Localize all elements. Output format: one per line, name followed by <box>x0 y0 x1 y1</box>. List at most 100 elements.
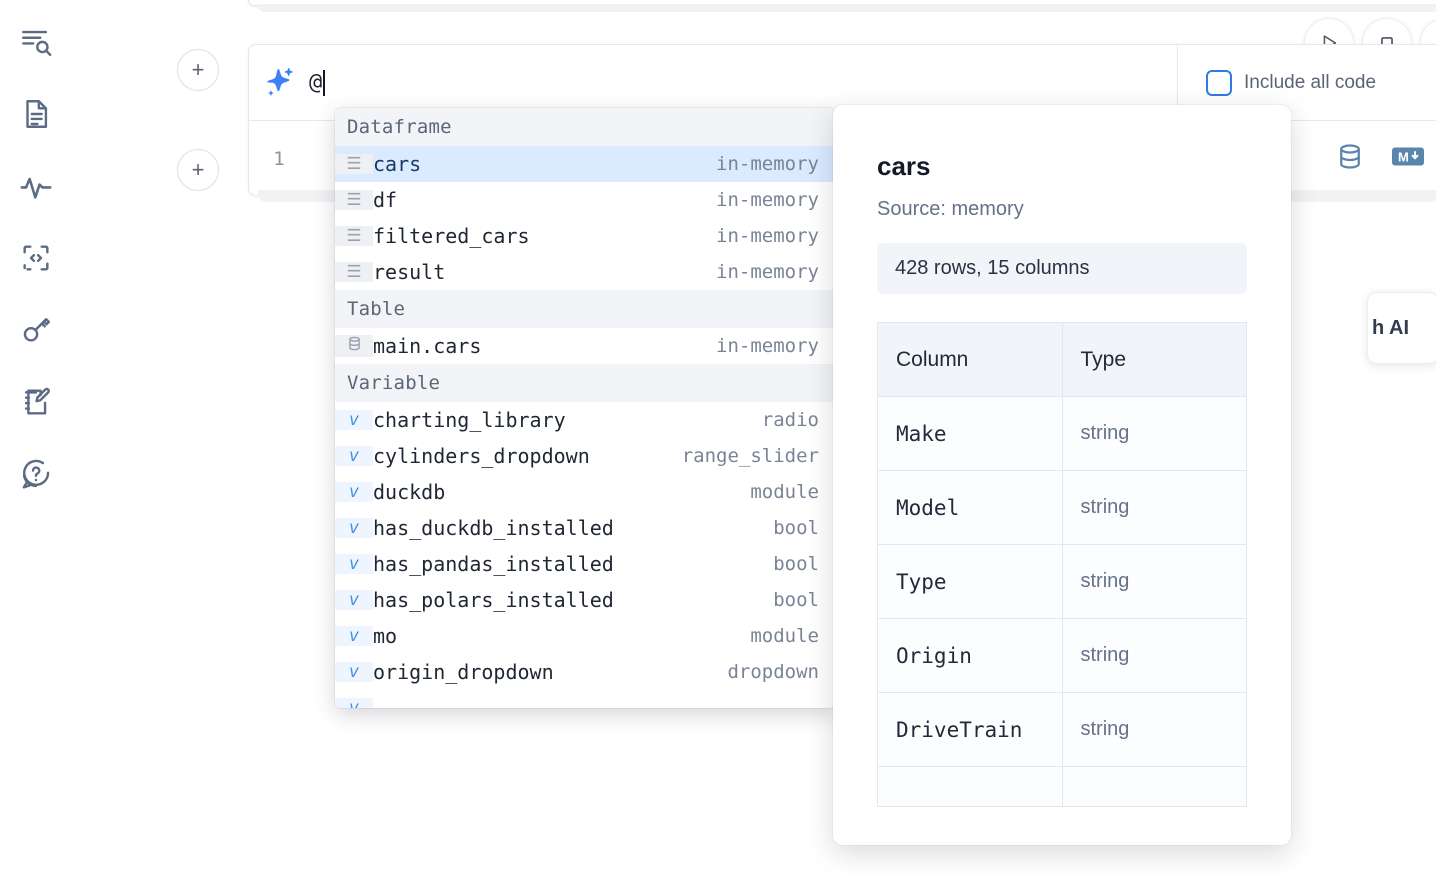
autocomplete-group-header: Table <box>335 290 835 328</box>
scratchpad-edit-icon[interactable] <box>12 378 60 426</box>
variable-icon: v <box>335 482 373 502</box>
autocomplete-item[interactable]: v duckdb module <box>335 474 835 510</box>
autocomplete-item-name: cars <box>373 152 422 176</box>
variable-icon: v <box>335 554 373 574</box>
cell-column-name: Make <box>877 396 1063 471</box>
autocomplete-item-name: duckdb <box>373 480 446 504</box>
table-row: Model string <box>877 470 1247 545</box>
dataframe-icon: ☰ <box>335 190 373 210</box>
autocomplete-item-name: has_pandas_installed <box>373 552 614 576</box>
table-row: Origin string <box>877 618 1247 693</box>
autocomplete-item-type: bool <box>773 517 819 539</box>
table-header-row: Column Type <box>877 322 1247 397</box>
autocomplete-item-type: bool <box>773 589 819 611</box>
previous-cell-shadow <box>258 4 1436 12</box>
include-all-code-label: Include all code <box>1244 71 1377 93</box>
autocomplete-item[interactable]: v has_pandas_installed bool <box>335 546 835 582</box>
table-db-icon <box>335 335 373 357</box>
autocomplete-item-type: radio <box>761 409 819 431</box>
outline-search-icon[interactable] <box>12 18 60 66</box>
variable-icon: v <box>335 410 373 430</box>
variable-icon: v <box>335 590 373 610</box>
doc-source: Source: memory <box>877 198 1024 220</box>
autocomplete-item-type: in-memory <box>716 225 819 247</box>
svg-text:M: M <box>1398 149 1409 164</box>
variable-icon: v <box>335 518 373 538</box>
autocomplete-item-name: cylinders_dropdown <box>373 444 590 468</box>
doc-schema-table: Column Type Make string Model string Typ… <box>877 322 1247 807</box>
add-cell-label: + <box>191 57 205 82</box>
dataframe-icon: ☰ <box>335 154 373 174</box>
add-cell-below-button[interactable]: + <box>177 149 219 191</box>
autocomplete-item[interactable]: ☰ df in-memory <box>335 182 835 218</box>
autocomplete-item-type: in-memory <box>716 261 819 283</box>
variable-icon: v <box>335 446 373 466</box>
cell-column-name: Origin <box>877 618 1063 693</box>
autocomplete-item-type: module <box>750 625 819 647</box>
autocomplete-item[interactable]: v has_duckdb_installed bool <box>335 510 835 546</box>
markdown-icon[interactable]: M <box>1391 144 1425 173</box>
table-row: Type string <box>877 544 1247 619</box>
text-caret <box>323 69 326 96</box>
cell-column-name <box>877 766 1063 807</box>
autocomplete-item-name: result <box>373 260 446 284</box>
cell-column-type: string <box>1061 618 1247 693</box>
variable-icon: v <box>335 626 373 646</box>
dataframe-icon: ☰ <box>335 262 373 282</box>
autocomplete-dropdown[interactable]: Dataframe ☰ cars in-memory ☰ df in-memor… <box>335 108 835 708</box>
variable-icon: v <box>335 662 373 682</box>
column-header-column: Column <box>877 322 1063 397</box>
document-icon[interactable] <box>12 90 60 138</box>
code-snippet-icon[interactable] <box>12 234 60 282</box>
autocomplete-item-type: module <box>750 481 819 503</box>
autocomplete-item-clipped[interactable]: v <box>335 690 835 708</box>
activity-icon[interactable] <box>12 162 60 210</box>
cell-column-type: string <box>1061 544 1247 619</box>
autocomplete-item[interactable]: v origin_dropdown dropdown <box>335 654 835 690</box>
autocomplete-item[interactable]: main.cars in-memory <box>335 328 835 364</box>
sparkle-icon <box>249 65 309 101</box>
autocomplete-item-name: has_duckdb_installed <box>373 516 614 540</box>
autocomplete-item[interactable]: ☰ cars in-memory <box>335 146 835 182</box>
table-row: DriveTrain string <box>877 692 1247 767</box>
autocomplete-item-name: charting_library <box>373 408 566 432</box>
autocomplete-item[interactable]: v charting_library radio <box>335 402 835 438</box>
autocomplete-group-items: ☰ cars in-memory ☰ df in-memory ☰ filter… <box>335 146 835 290</box>
autocomplete-group-header: Dataframe <box>335 108 835 146</box>
line-number: 1 <box>273 147 285 170</box>
autocomplete-item[interactable]: v has_polars_installed bool <box>335 582 835 618</box>
cell-column-name: DriveTrain <box>877 692 1063 767</box>
generate-with-ai-label: h AI <box>1372 316 1410 339</box>
autocomplete-item[interactable]: ☰ filtered_cars in-memory <box>335 218 835 254</box>
ai-prompt-input[interactable]: @ <box>309 45 1177 120</box>
cell-type-tools: M <box>1335 141 1425 176</box>
include-all-code-control[interactable]: Include all code <box>1177 45 1436 120</box>
generate-with-ai-card[interactable]: h AI <box>1367 292 1436 364</box>
autocomplete-item-name: has_polars_installed <box>373 588 614 612</box>
ai-prompt-value: @ <box>309 70 323 95</box>
add-cell-above-button[interactable]: + <box>177 49 219 91</box>
column-header-type: Type <box>1061 322 1247 397</box>
help-chat-icon[interactable] <box>12 450 60 498</box>
cell-column-name: Type <box>877 544 1063 619</box>
include-all-code-checkbox[interactable] <box>1206 69 1232 96</box>
autocomplete-item-name: mo <box>373 624 398 648</box>
autocomplete-item-name: filtered_cars <box>373 224 530 248</box>
cell-column-type <box>1061 766 1247 807</box>
autocomplete-item[interactable]: v cylinders_dropdown range_slider <box>335 438 835 474</box>
autocomplete-item-type: in-memory <box>716 335 819 357</box>
autocomplete-item[interactable]: v mo module <box>335 618 835 654</box>
autocomplete-group-items: v charting_library radio v cylinders_dro… <box>335 402 835 708</box>
cell-column-type: string <box>1061 470 1247 545</box>
key-icon[interactable] <box>12 306 60 354</box>
database-icon[interactable] <box>1335 141 1365 176</box>
dataframe-icon: ☰ <box>335 226 373 246</box>
autocomplete-item[interactable]: ☰ result in-memory <box>335 254 835 290</box>
doc-shape-badge: 428 rows, 15 columns <box>877 243 1247 294</box>
autocomplete-group-items: main.cars in-memory <box>335 328 835 364</box>
autocomplete-item-type: dropdown <box>727 661 819 683</box>
autocomplete-item-name: main.cars <box>373 334 482 358</box>
cell-column-type: string <box>1061 692 1247 767</box>
add-cell-label: + <box>191 157 205 182</box>
